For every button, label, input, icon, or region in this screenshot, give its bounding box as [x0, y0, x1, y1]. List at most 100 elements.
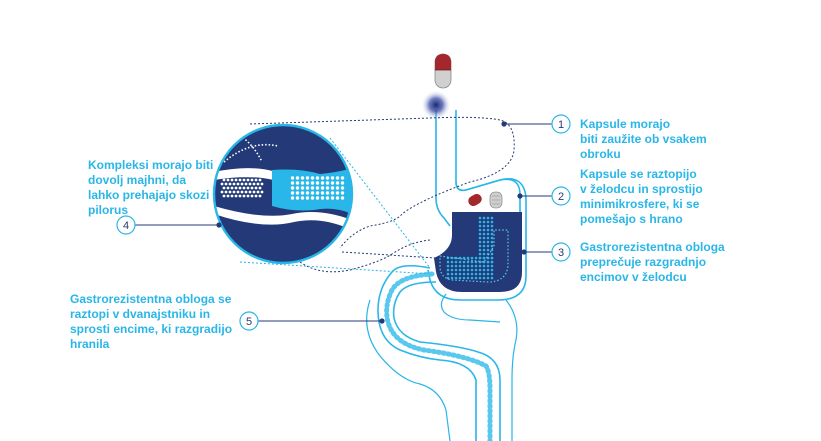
microsphere-dot [224, 174, 228, 178]
microsphere-dot [474, 256, 478, 260]
microsphere-dot [290, 181, 295, 185]
microsphere-dot [486, 268, 490, 272]
microsphere-dot [330, 196, 335, 200]
microsphere-dot [295, 196, 300, 200]
callout-3-text: Gastrorezistentna obloga preprečuje razg… [580, 240, 725, 284]
microsphere-dot [478, 268, 482, 272]
microsphere-dot [248, 182, 252, 186]
microsphere-dot [478, 232, 482, 236]
microsphere-dot [466, 272, 470, 276]
callout-number-3: 3 [551, 242, 571, 262]
microsphere-dot [232, 174, 236, 178]
microsphere-dot [230, 186, 234, 190]
microsphere-dot [486, 244, 490, 248]
microsphere-dot [486, 272, 490, 276]
microsphere-dot [478, 252, 482, 256]
microsphere-dot [462, 260, 466, 264]
microsphere-dot [246, 194, 250, 198]
callout-number-5: 5 [239, 311, 259, 331]
esophagus [435, 110, 521, 227]
microsphere-dot [454, 264, 458, 268]
microsphere-dot [470, 260, 474, 264]
microsphere-dot [486, 248, 490, 252]
microsphere-dot [252, 174, 256, 178]
microsphere-dot [240, 174, 244, 178]
callout-number-2: 2 [551, 186, 571, 206]
microsphere-dot [295, 186, 300, 190]
svg-text:5: 5 [246, 316, 252, 328]
microsphere-dot [230, 178, 234, 182]
microsphere-dot [256, 190, 260, 194]
microsphere-dot [305, 176, 310, 180]
microsphere-dot [470, 264, 474, 268]
zoom-connectors-cyan [239, 137, 433, 275]
microsphere-dot [474, 272, 478, 276]
microsphere-dot [222, 194, 226, 198]
microsphere-dot [320, 191, 325, 195]
microsphere-dot [482, 268, 486, 272]
microsphere-dot [330, 191, 335, 195]
microsphere-dot [490, 220, 494, 224]
microsphere-dot [315, 191, 320, 195]
microsphere-dot [234, 194, 238, 198]
microsphere-dot [478, 240, 482, 244]
microsphere-dot [446, 260, 450, 264]
microsphere-dot [474, 276, 478, 280]
microsphere-dot [490, 232, 494, 236]
microsphere-dot [226, 194, 230, 198]
microsphere-dot [250, 186, 254, 190]
microsphere-dot [220, 182, 224, 186]
microsphere-dot [486, 276, 490, 280]
microsphere-dot [305, 181, 310, 185]
microsphere-dot [490, 264, 494, 268]
microsphere-dot [244, 182, 248, 186]
svg-text:3: 3 [558, 247, 564, 259]
microsphere-dot [238, 186, 242, 190]
microsphere-dot [300, 191, 305, 195]
microsphere-dot [238, 194, 242, 198]
microsphere-dot [478, 228, 482, 232]
microsphere-dot [450, 272, 454, 276]
microsphere-dot [486, 236, 490, 240]
microsphere-dot [490, 256, 494, 260]
microsphere-dot [315, 181, 320, 185]
microsphere-dot [335, 176, 340, 180]
microsphere-dot [340, 181, 345, 185]
microsphere-dot [232, 182, 236, 186]
microsphere-dot [458, 276, 462, 280]
microsphere-dot [478, 272, 482, 276]
microsphere-dot [482, 248, 486, 252]
microsphere-dot [260, 190, 264, 194]
microsphere-dot [482, 264, 486, 268]
duodenum [366, 264, 518, 441]
microsphere-dot [234, 186, 238, 190]
microsphere-dot [228, 190, 232, 194]
microsphere-dot [482, 220, 486, 224]
microsphere-dot [478, 220, 482, 224]
microsphere-dot [458, 272, 462, 276]
microsphere-dot [234, 178, 238, 182]
callout-2-text: Kapsule se raztopijo v želodcu in sprost… [580, 167, 703, 226]
microsphere-dot [482, 260, 486, 264]
microsphere-dot [454, 260, 458, 264]
microsphere-dot [238, 178, 242, 182]
microsphere-dot [310, 181, 315, 185]
microsphere-dot [490, 272, 494, 276]
microsphere-dot [490, 216, 494, 220]
callout-leaders [135, 123, 552, 322]
microsphere-dot [325, 191, 330, 195]
microsphere-dot [236, 182, 240, 186]
microsphere-dot [310, 196, 315, 200]
microsphere-dot [240, 182, 244, 186]
callout-number-4: 4 [116, 215, 136, 235]
microsphere-dot [478, 236, 482, 240]
microsphere-dot [490, 224, 494, 228]
microsphere-dot [490, 236, 494, 240]
microsphere-dot [478, 244, 482, 248]
microsphere-dot [490, 276, 494, 280]
microsphere-dot [260, 174, 264, 178]
microsphere-dot [482, 240, 486, 244]
microsphere-dot [450, 264, 454, 268]
microsphere-dot [300, 186, 305, 190]
microsphere-dot [330, 181, 335, 185]
